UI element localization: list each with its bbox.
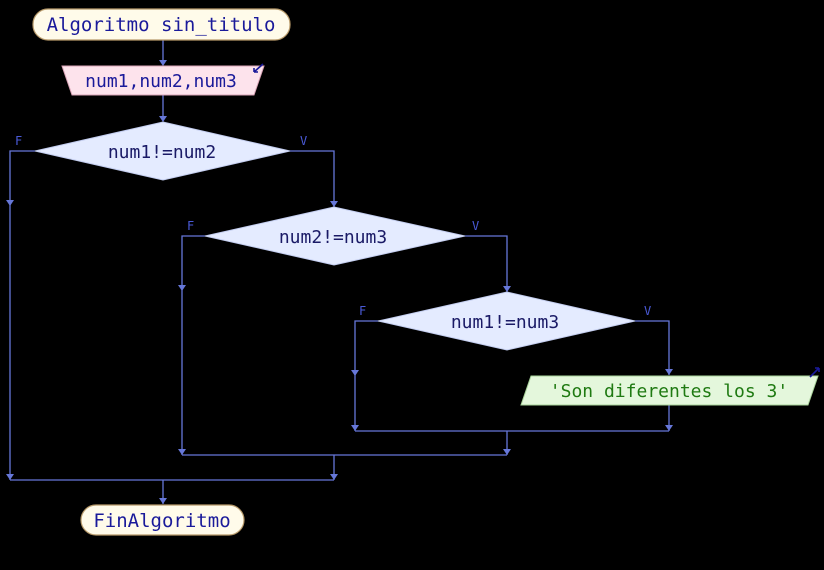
edge-decision-3-true bbox=[635, 320, 670, 375]
decision-2[interactable]: num2!=num3 F V bbox=[187, 206, 479, 266]
arrowhead bbox=[665, 425, 673, 431]
output-node[interactable]: 'Son diferentes los 3' bbox=[520, 367, 820, 406]
decision-2-false-label: F bbox=[187, 219, 194, 233]
start-label: Algoritmo sin_titulo bbox=[47, 14, 276, 36]
edge-decision-2-true bbox=[465, 235, 508, 292]
read-label: num1,num2,num3 bbox=[85, 71, 237, 92]
arrowhead bbox=[159, 60, 167, 66]
edge-decision-2-false bbox=[181, 235, 205, 455]
decision-3-true-label: V bbox=[644, 304, 651, 318]
end-label: FinAlgoritmo bbox=[93, 510, 230, 532]
arrowhead bbox=[503, 449, 511, 455]
edge-decision-3-false bbox=[354, 320, 378, 431]
edge-decision-1-true bbox=[290, 150, 335, 207]
arrowhead bbox=[330, 474, 338, 480]
decision-1[interactable]: num1!=num2 F V bbox=[15, 121, 307, 181]
arrowhead bbox=[159, 498, 167, 504]
output-arrow-icon bbox=[809, 367, 820, 378]
arrowheads bbox=[6, 60, 673, 504]
decision-2-true-label: V bbox=[472, 219, 479, 233]
arrowhead bbox=[665, 369, 673, 375]
input-arrow-icon bbox=[253, 63, 264, 73]
arrowhead bbox=[6, 474, 14, 480]
decision-3-condition: num1!=num3 bbox=[451, 312, 559, 333]
start-terminal[interactable]: Algoritmo sin_titulo bbox=[32, 8, 291, 41]
arrowhead bbox=[6, 200, 14, 206]
arrowhead bbox=[178, 285, 186, 291]
arrowhead bbox=[159, 116, 167, 122]
arrowhead bbox=[351, 370, 359, 376]
read-input-node[interactable]: num1,num2,num3 bbox=[61, 63, 265, 96]
decision-3[interactable]: num1!=num3 F V bbox=[359, 291, 651, 351]
edge-decision-1-false bbox=[9, 150, 35, 480]
arrowhead bbox=[330, 201, 338, 207]
output-label: 'Son diferentes los 3' bbox=[550, 381, 788, 402]
decision-1-true-label: V bbox=[300, 134, 307, 148]
decision-3-false-label: F bbox=[359, 304, 366, 318]
arrowhead bbox=[503, 286, 511, 292]
decision-2-condition: num2!=num3 bbox=[279, 227, 387, 248]
connectors bbox=[9, 40, 670, 504]
arrowhead bbox=[178, 449, 186, 455]
arrowhead bbox=[351, 425, 359, 431]
end-terminal[interactable]: FinAlgoritmo bbox=[80, 504, 245, 536]
decision-1-condition: num1!=num2 bbox=[108, 142, 216, 163]
decision-1-false-label: F bbox=[15, 134, 22, 148]
